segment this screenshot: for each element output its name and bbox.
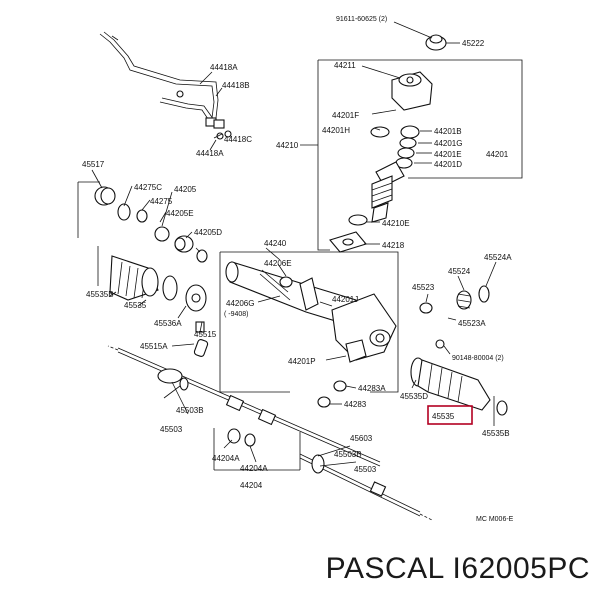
lock-nut-part xyxy=(179,377,189,391)
part-number-labels: 91611-60625 (2) 45222 44211 44201F 44201… xyxy=(82,16,514,523)
label-44201g: 44201G xyxy=(434,139,462,148)
label-45503b-2: 45503B xyxy=(334,450,362,459)
boot-clamp-part xyxy=(162,275,178,301)
pinion-shaft-part xyxy=(371,161,405,223)
label-45524: 45524 xyxy=(448,267,471,276)
gasket-part xyxy=(329,231,367,253)
label-45535-boxed: 45535 xyxy=(432,412,455,421)
rack-bushing-part xyxy=(174,235,194,253)
label-45503: 45503 xyxy=(160,425,183,434)
right-small-parts-group xyxy=(419,261,497,355)
label-44206g: 44206G xyxy=(226,299,254,308)
inner-tie-rod-part xyxy=(311,454,387,497)
label-44283a: 44283A xyxy=(358,384,386,393)
label-45515: 45515 xyxy=(194,330,217,339)
oil-seal-part xyxy=(154,226,170,242)
label-44418b: 44418B xyxy=(222,81,250,90)
label-45517: 45517 xyxy=(82,160,105,169)
pressure-lines-group xyxy=(99,31,232,151)
tie-rod-assembly-group xyxy=(107,345,433,521)
brand-part-number: PASCAL I62005PC xyxy=(325,552,590,585)
label-45503-lower: 45503 xyxy=(354,465,377,474)
label-45535b-right: 45535B xyxy=(482,429,510,438)
end-ring-part xyxy=(478,285,490,303)
label-44206e: 44206E xyxy=(264,259,292,268)
right-boot-part xyxy=(410,357,491,411)
bushing-part xyxy=(94,186,116,206)
label-44201b: 44201B xyxy=(434,127,462,136)
label-45503b: 45503B xyxy=(176,406,204,415)
valve-housing-group xyxy=(300,21,523,253)
label-44201: 44201 xyxy=(486,150,509,159)
right-clamp-part xyxy=(496,400,508,416)
label-9408: ( -9408) xyxy=(224,311,249,318)
label-44204: 44204 xyxy=(240,481,263,490)
right-boot-group xyxy=(410,357,508,426)
label-45524a: 45524A xyxy=(484,253,512,262)
label-44201d: 44201D xyxy=(434,160,462,169)
label-44204a-2: 44204A xyxy=(240,464,268,473)
rack-guide-part xyxy=(185,284,207,312)
label-44201j: 44201J xyxy=(332,295,358,304)
label-44275: 44275 xyxy=(150,197,173,206)
nut-part xyxy=(419,302,433,314)
cylinder-end-stopper-part xyxy=(456,290,472,310)
label-45523: 45523 xyxy=(412,283,435,292)
part-highlight-box xyxy=(427,405,473,425)
label-44201h: 44201H xyxy=(322,126,350,135)
valve-housing-part xyxy=(391,71,433,111)
dust-cap-part xyxy=(425,34,447,51)
label-44205e: 44205E xyxy=(166,209,194,218)
label-44418a: 44418A xyxy=(210,63,238,72)
label-44418c: 44418C xyxy=(224,135,252,144)
label-44201e: 44201E xyxy=(434,150,462,159)
snap-ring-part xyxy=(196,249,208,263)
label-44211: 44211 xyxy=(334,61,356,70)
diagram-code-label: MC M006-E xyxy=(476,516,514,523)
label-45535d: 45535D xyxy=(400,392,428,401)
label-45535-left: 45535 xyxy=(124,301,147,310)
label-44275c: 44275C xyxy=(134,183,162,192)
left-boot-group xyxy=(97,246,209,357)
label-44418a-2: 44418A xyxy=(196,149,224,158)
rack-housing-group xyxy=(219,247,399,408)
label-90148: 90148-80004 (2) xyxy=(452,355,504,362)
label-45536a: 45536A xyxy=(154,319,182,328)
o-ring-part xyxy=(348,214,368,226)
plug-part xyxy=(279,276,293,288)
label-45222: 45222 xyxy=(462,39,485,48)
label-44240: 44240 xyxy=(264,239,287,248)
label-44204a: 44204A xyxy=(212,454,240,463)
label-45535b-left: 45535B xyxy=(86,290,114,299)
label-45603: 45603 xyxy=(350,434,373,443)
rack-end-parts-group xyxy=(77,169,208,263)
claw-washer-part xyxy=(227,428,241,444)
union-bolt-part xyxy=(333,380,347,392)
bracket-bolt-part xyxy=(317,396,331,408)
screw-part xyxy=(435,339,445,349)
label-44205: 44205 xyxy=(174,185,197,194)
label-44210e: 44210E xyxy=(382,219,410,228)
seal-ring-part xyxy=(117,203,131,221)
label-44210: 44210 xyxy=(276,141,299,150)
label-45515a: 45515A xyxy=(140,342,168,351)
label-44218: 44218 xyxy=(382,241,405,250)
label-44283: 44283 xyxy=(344,400,367,409)
bush-part xyxy=(193,339,209,357)
left-boot-part xyxy=(109,255,159,301)
label-45523a: 45523A xyxy=(458,319,486,328)
washer-part xyxy=(136,209,148,223)
seal-rings-stack xyxy=(370,125,420,169)
claw-washer-part-2 xyxy=(244,433,256,447)
tie-rod-end-part xyxy=(157,368,277,426)
label-44201p: 44201P xyxy=(288,357,316,366)
rack-housing-part xyxy=(225,261,397,363)
label-91611: 91611-60625 (2) xyxy=(336,16,387,23)
label-44205d: 44205D xyxy=(194,228,222,237)
label-44201f: 44201F xyxy=(332,111,359,120)
